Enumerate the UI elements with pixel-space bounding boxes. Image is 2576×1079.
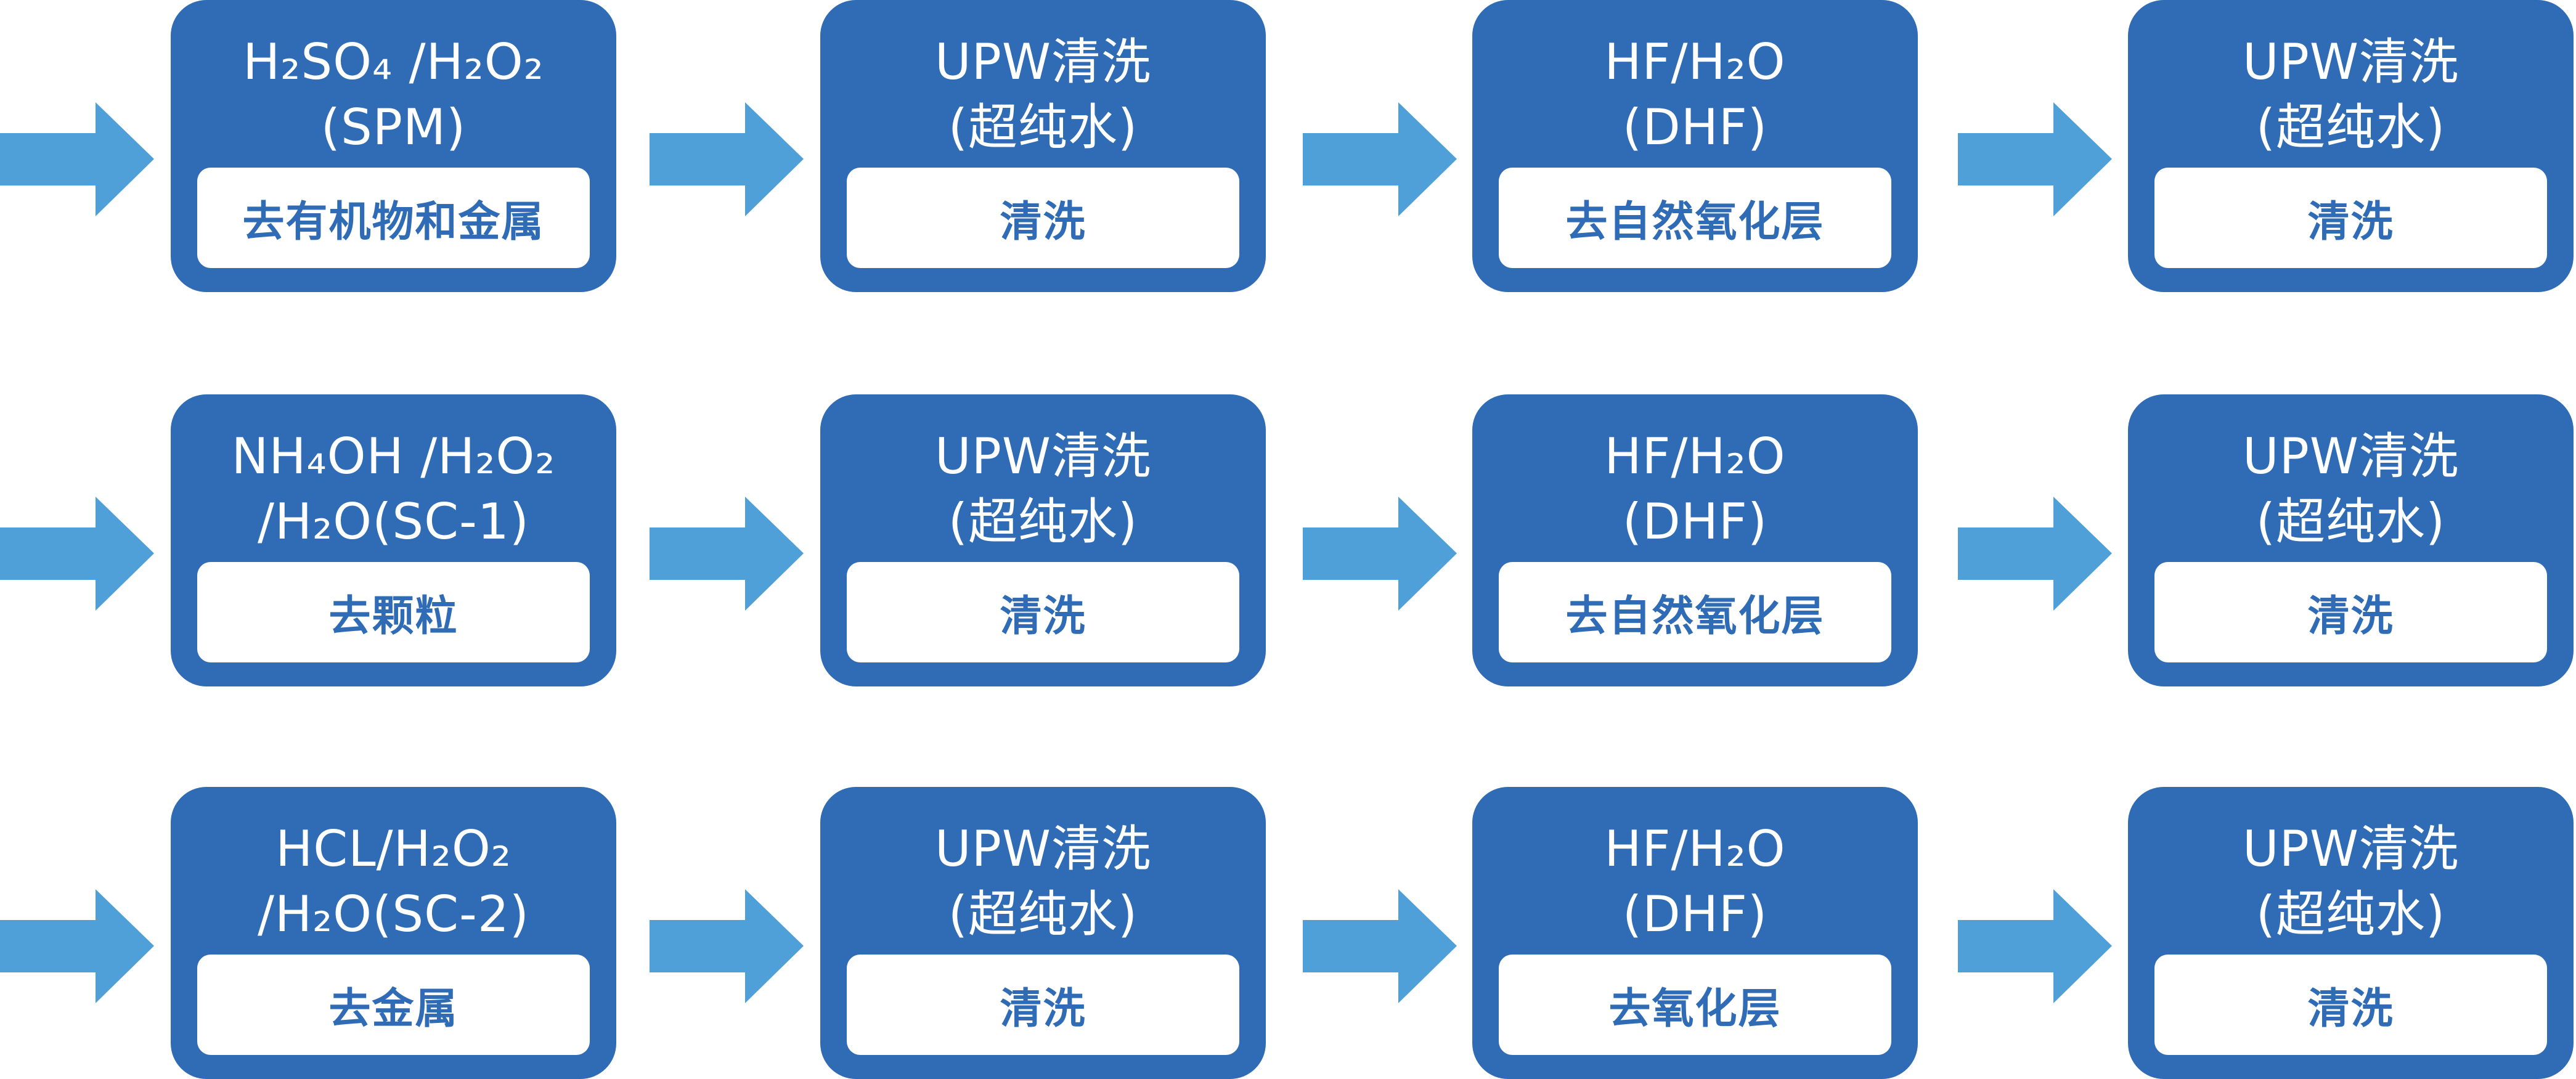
process-step-box: UPW清洗 (超纯水) 清洗 [820, 394, 1266, 686]
process-step-box: UPW清洗 (超纯水) 清洗 [2128, 0, 2574, 292]
process-step-box: H₂SO₄ /H₂O₂ (SPM) 去有机物和金属 [171, 0, 616, 292]
process-step-box: HF/H₂O (DHF) 去自然氧化层 [1472, 394, 1918, 686]
step-purpose-label: 去氧化层 [1499, 955, 1891, 1055]
arrow-shape [1303, 889, 1457, 1003]
step-purpose-label: 去自然氧化层 [1499, 562, 1891, 662]
step-title-line: UPW清洗 [935, 33, 1151, 91]
process-step-box: HF/H₂O (DHF) 去自然氧化层 [1472, 0, 1918, 292]
step-title-line: H₂SO₄ /H₂O₂ [243, 33, 544, 91]
step-title-line: HF/H₂O [1604, 428, 1786, 485]
process-step-box: NH₄OH /H₂O₂/H₂O(SC-1)去颗粒 [171, 394, 616, 686]
step-title-line: (DHF) [1622, 493, 1768, 550]
step-title-line: (超纯水) [948, 886, 1138, 943]
step-title-line: UPW清洗 [2243, 33, 2459, 91]
flow-arrow [0, 889, 154, 1003]
step-purpose-label: 清洗 [2154, 562, 2547, 662]
arrow-shape [650, 497, 804, 611]
arrow-shape [1958, 102, 2112, 216]
step-chemical-title: HF/H₂O (DHF) [1472, 816, 1918, 947]
step-chemical-title: UPW清洗 (超纯水) [2128, 424, 2574, 555]
step-title-line: (DHF) [1622, 886, 1768, 943]
process-step-box: UPW清洗 (超纯水) 清洗 [2128, 787, 2574, 1079]
step-purpose-label: 清洗 [847, 168, 1239, 268]
step-chemical-title: NH₄OH /H₂O₂/H₂O(SC-1) [171, 424, 616, 555]
step-title-line: UPW清洗 [2243, 820, 2459, 877]
arrow-shape [1303, 497, 1457, 611]
flow-arrow [650, 102, 804, 216]
step-title-line: (超纯水) [2256, 886, 2446, 943]
step-chemical-title: HF/H₂O (DHF) [1472, 424, 1918, 555]
flow-arrow [650, 889, 804, 1003]
arrow-shape [0, 102, 154, 216]
step-chemical-title: UPW清洗 (超纯水) [820, 30, 1266, 160]
step-chemical-title: UPW清洗 (超纯水) [2128, 30, 2574, 160]
arrow-shape [1958, 497, 2112, 611]
step-title-line: UPW清洗 [935, 820, 1151, 877]
step-title-line: NH₄OH /H₂O₂ [231, 428, 556, 485]
step-purpose-label: 去有机物和金属 [197, 168, 590, 268]
step-title-line: UPW清洗 [2243, 428, 2459, 485]
arrow-shape [650, 102, 804, 216]
process-step-box: UPW清洗 (超纯水) 清洗 [820, 0, 1266, 292]
step-purpose-label: 去金属 [197, 955, 590, 1055]
step-title-line: (超纯水) [2256, 493, 2446, 550]
step-purpose-label: 清洗 [847, 562, 1239, 662]
step-purpose-label: 清洗 [2154, 168, 2547, 268]
step-purpose-label: 去颗粒 [197, 562, 590, 662]
step-title-line: (SPM) [320, 99, 467, 156]
process-step-box: HCL/H₂O₂/H₂O(SC-2)去金属 [171, 787, 616, 1079]
step-purpose-label: 去自然氧化层 [1499, 168, 1891, 268]
step-title-line: (超纯水) [2256, 99, 2446, 156]
arrow-shape [0, 889, 154, 1003]
flow-arrow [1303, 102, 1457, 216]
process-step-box: UPW清洗 (超纯水) 清洗 [820, 787, 1266, 1079]
flow-arrow [1958, 102, 2112, 216]
step-title-line: UPW清洗 [935, 428, 1151, 485]
step-chemical-title: H₂SO₄ /H₂O₂ (SPM) [171, 30, 616, 160]
arrow-shape [1303, 102, 1457, 216]
step-chemical-title: HF/H₂O (DHF) [1472, 30, 1918, 160]
step-purpose-label: 清洗 [847, 955, 1239, 1055]
flow-arrow [1303, 497, 1457, 611]
step-title-line: (超纯水) [948, 493, 1138, 550]
step-chemical-title: UPW清洗 (超纯水) [820, 424, 1266, 555]
step-title-line: /H₂O(SC-1) [258, 493, 529, 550]
arrow-shape [0, 497, 154, 611]
arrow-shape [650, 889, 804, 1003]
process-step-box: UPW清洗 (超纯水) 清洗 [2128, 394, 2574, 686]
step-chemical-title: UPW清洗 (超纯水) [820, 816, 1266, 947]
flow-arrow [0, 102, 154, 216]
arrow-shape [1958, 889, 2112, 1003]
step-chemical-title: UPW清洗 (超纯水) [2128, 816, 2574, 947]
flow-arrow [1303, 889, 1457, 1003]
flow-arrow [0, 497, 154, 611]
step-title-line: HCL/H₂O₂ [275, 820, 512, 877]
step-title-line: (DHF) [1622, 99, 1768, 156]
process-step-box: HF/H₂O (DHF) 去氧化层 [1472, 787, 1918, 1079]
step-title-line: HF/H₂O [1604, 33, 1786, 91]
step-title-line: (超纯水) [948, 99, 1138, 156]
step-title-line: /H₂O(SC-2) [258, 886, 529, 943]
step-title-line: HF/H₂O [1604, 820, 1786, 877]
flow-arrow [1958, 497, 2112, 611]
step-chemical-title: HCL/H₂O₂/H₂O(SC-2) [171, 816, 616, 947]
step-purpose-label: 清洗 [2154, 955, 2547, 1055]
flow-arrow [1958, 889, 2112, 1003]
flow-arrow [650, 497, 804, 611]
